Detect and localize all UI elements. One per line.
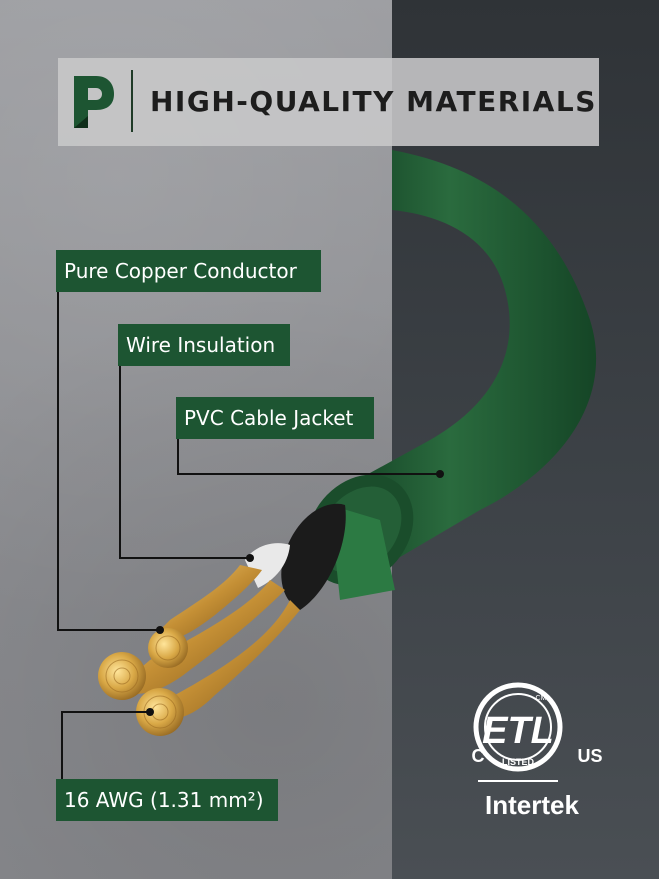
concrete-background	[0, 0, 392, 879]
listed-text: LISTED	[502, 757, 535, 767]
header-divider	[131, 70, 133, 132]
label-wire-gauge: 16 AWG (1.31 mm²)	[56, 779, 278, 821]
green-wire	[330, 505, 395, 600]
leader-insulation	[119, 366, 250, 559]
leader-jacket	[177, 439, 440, 475]
label-wire-insulation: Wire Insulation	[118, 324, 290, 366]
label-pure-copper-conductor: Pure Copper Conductor	[56, 250, 321, 292]
etl-text: ETL	[482, 710, 554, 752]
leader-copper	[57, 292, 160, 631]
copper-strands-upper	[115, 580, 285, 694]
cm-text: CM	[536, 695, 547, 702]
cable-jacket	[330, 150, 597, 560]
label-pvc-cable-jacket: PVC Cable Jacket	[176, 397, 374, 439]
etl-certification-mark: ETL LISTED CM C US	[472, 682, 603, 782]
black-wire	[281, 503, 346, 610]
page-title: HIGH-QUALITY MATERIALS	[150, 85, 597, 118]
copper-end-1	[98, 652, 146, 700]
copper-strands-lower	[150, 600, 300, 719]
us-text: US	[577, 746, 602, 766]
copper-end-2	[136, 688, 184, 736]
leader-awg	[61, 711, 150, 779]
intertek-text: Intertek	[485, 790, 579, 820]
brand-logo-icon	[74, 76, 114, 128]
c-text: C	[472, 746, 485, 766]
header-banner: HIGH-QUALITY MATERIALS	[58, 58, 599, 146]
copper-end-3	[148, 628, 188, 668]
